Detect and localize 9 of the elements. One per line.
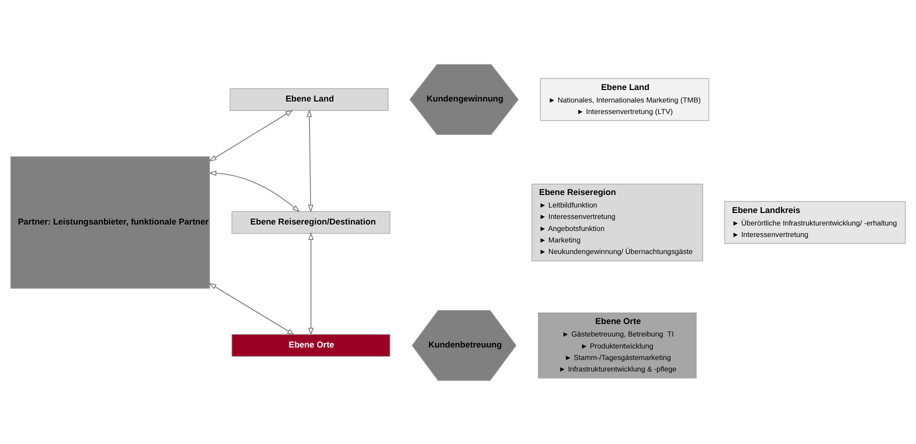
node-box: Ebene Land bbox=[230, 88, 388, 110]
arrow bbox=[208, 109, 294, 162]
arrow bbox=[208, 170, 300, 212]
arrow bbox=[308, 232, 314, 336]
node-box: Ebene Orte bbox=[232, 334, 390, 356]
arrow bbox=[306, 108, 314, 212]
arrow bbox=[208, 282, 295, 335]
node-box: Partner: Leistungsanbieter, funktionale Partner bbox=[10, 156, 210, 288]
node-box: Ebene Reiseregion/Destination bbox=[232, 210, 390, 234]
